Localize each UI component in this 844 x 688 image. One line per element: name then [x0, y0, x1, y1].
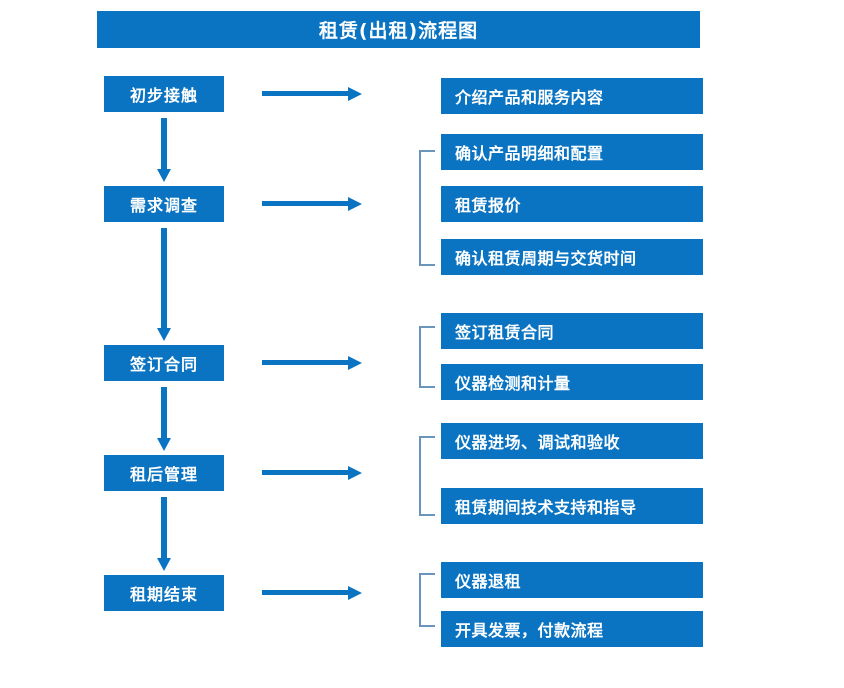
stage-box-4[interactable]: 租后管理 — [104, 455, 224, 491]
detail-box-2[interactable]: 确认产品明细和配置 — [441, 134, 703, 170]
stage-box-3[interactable]: 签订合同 — [104, 345, 224, 381]
detail-box-6[interactable]: 仪器检测和计量 — [441, 364, 703, 400]
group-bracket-2 — [419, 326, 435, 388]
detail-box-5[interactable]: 签订租赁合同 — [441, 313, 703, 349]
down-arrow-icon-2 — [156, 228, 172, 341]
detail-box-10[interactable]: 开具发票，付款流程 — [441, 611, 703, 647]
group-bracket-3 — [419, 436, 435, 516]
detail-box-4[interactable]: 确认租赁周期与交货时间 — [441, 239, 703, 275]
detail-box-8[interactable]: 租赁期间技术支持和指导 — [441, 488, 703, 524]
right-arrow-icon-5 — [262, 585, 362, 601]
detail-box-9[interactable]: 仪器退租 — [441, 562, 703, 598]
detail-box-3[interactable]: 租赁报价 — [441, 186, 703, 222]
right-arrow-icon-2 — [262, 196, 362, 212]
stage-box-1[interactable]: 初步接触 — [104, 76, 224, 112]
right-arrow-icon-4 — [262, 465, 362, 481]
stage-box-5[interactable]: 租期结束 — [104, 575, 224, 611]
down-arrow-icon-4 — [156, 497, 172, 571]
detail-box-7[interactable]: 仪器进场、调试和验收 — [441, 423, 703, 459]
down-arrow-icon-1 — [156, 118, 172, 182]
group-bracket-1 — [419, 150, 435, 266]
down-arrow-icon-3 — [156, 387, 172, 451]
group-bracket-4 — [419, 573, 435, 627]
chart-title: 租赁(出租)流程图 — [97, 11, 700, 48]
detail-box-1[interactable]: 介绍产品和服务内容 — [441, 78, 703, 114]
right-arrow-icon-3 — [262, 355, 362, 371]
right-arrow-icon-1 — [262, 86, 362, 102]
stage-box-2[interactable]: 需求调查 — [104, 186, 224, 222]
